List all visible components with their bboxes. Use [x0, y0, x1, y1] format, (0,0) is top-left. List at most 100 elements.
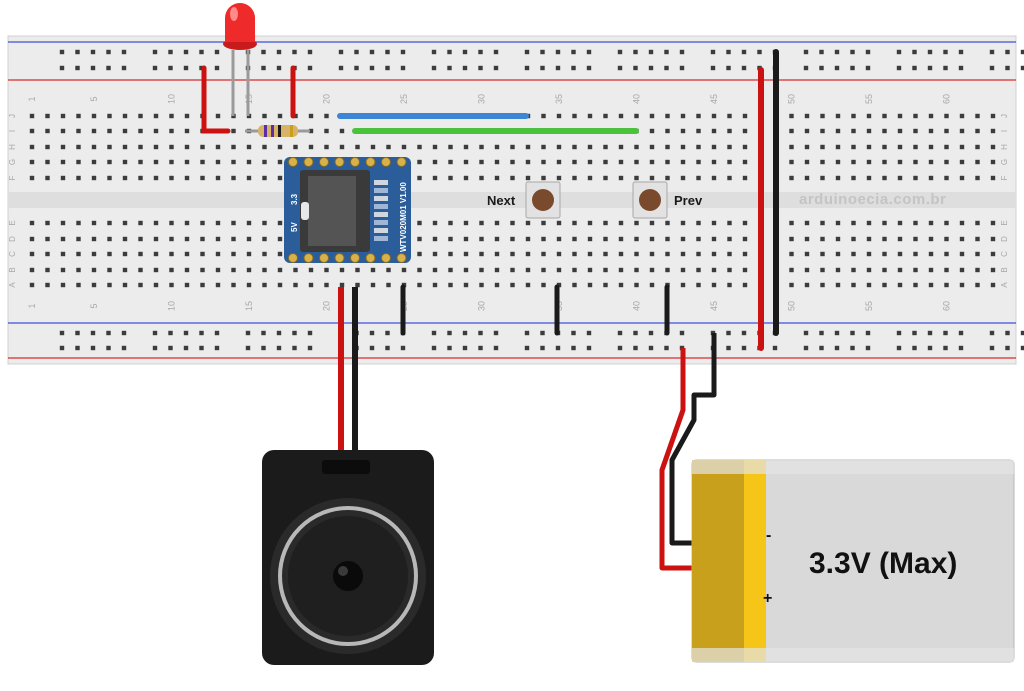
- breadboard-hole: [277, 267, 283, 273]
- breadboard-hole: [912, 49, 917, 55]
- breadboard-hole: [710, 49, 716, 55]
- breadboard-hole: [649, 267, 655, 273]
- breadboard-hole: [804, 128, 810, 134]
- breadboard-hole: [726, 345, 731, 351]
- breadboard-hole: [572, 267, 577, 273]
- breadboard-hole: [246, 220, 252, 226]
- breadboard-hole: [990, 113, 996, 119]
- breadboard-hole: [882, 267, 887, 273]
- breadboard-hole: [819, 49, 824, 55]
- row-letter-label: A: [1000, 282, 1009, 288]
- breadboard-hole: [696, 236, 701, 242]
- breadboard-hole: [339, 282, 345, 288]
- breadboard-hole: [897, 175, 903, 181]
- breadboard-hole: [106, 65, 111, 71]
- breadboard-hole: [572, 159, 577, 165]
- breadboard-hole: [199, 345, 204, 351]
- breadboard-hole: [556, 251, 562, 257]
- column-number-label: 10: [167, 301, 177, 311]
- resistor: [245, 125, 310, 137]
- breadboard-hole: [556, 220, 562, 226]
- module-switch: [301, 202, 309, 220]
- breadboard-hole: [431, 330, 437, 336]
- breadboard-hole: [29, 175, 35, 181]
- breadboard-hole: [215, 113, 221, 119]
- breadboard-hole: [76, 113, 81, 119]
- breadboard-hole: [741, 345, 747, 351]
- breadboard-hole: [369, 345, 375, 351]
- breadboard-hole: [556, 144, 562, 150]
- breadboard-hole: [990, 128, 996, 134]
- breadboard-hole: [401, 144, 407, 150]
- breadboard-hole: [541, 144, 546, 150]
- breadboard-hole: [618, 144, 624, 150]
- breadboard-hole: [75, 345, 80, 351]
- breadboard-hole: [308, 282, 314, 288]
- battery-voltage-label: 3.3V (Max): [809, 547, 957, 580]
- breadboard-hole: [649, 220, 655, 226]
- breadboard-hole: [510, 220, 515, 226]
- breadboard-hole: [680, 251, 686, 257]
- breadboard-hole: [200, 159, 205, 165]
- breadboard-hole: [726, 330, 731, 336]
- column-number-label: 15: [244, 301, 254, 311]
- breadboard-hole: [200, 282, 205, 288]
- breadboard-hole: [680, 159, 686, 165]
- module-pin: [350, 157, 360, 167]
- breadboard-hole: [572, 175, 577, 181]
- breadboard-hole: [664, 49, 669, 55]
- breadboard-hole: [524, 65, 530, 71]
- row-letter-label: I: [8, 130, 17, 132]
- breadboard-hole: [91, 128, 97, 134]
- breadboard-hole: [742, 113, 748, 119]
- breadboard-hole: [741, 49, 747, 55]
- breadboard-hole: [324, 128, 329, 134]
- breadboard-hole: [633, 345, 638, 351]
- breadboard-hole: [989, 65, 995, 71]
- breadboard-hole: [138, 282, 143, 288]
- breadboard-hole: [107, 220, 112, 226]
- breadboard-hole: [943, 330, 948, 336]
- breadboard-hole: [293, 282, 298, 288]
- breadboard-hole: [479, 220, 484, 226]
- breadboard-hole: [29, 128, 35, 134]
- breadboard-hole: [649, 159, 655, 165]
- breadboard-hole: [555, 345, 561, 351]
- breadboard-hole: [696, 267, 701, 273]
- column-number-label: 50: [787, 94, 797, 104]
- breadboard-hole: [571, 49, 576, 55]
- breadboard-hole: [510, 282, 515, 288]
- resistor-band-1: [264, 125, 267, 137]
- breadboard-hole: [462, 49, 468, 55]
- breadboard-hole: [463, 220, 469, 226]
- breadboard-hole: [820, 220, 825, 226]
- breadboard-hole: [975, 159, 980, 165]
- breadboard-hole: [184, 159, 190, 165]
- breadboard-hole: [696, 113, 701, 119]
- breadboard-hole: [494, 159, 500, 165]
- breadboard-hole: [525, 267, 531, 273]
- breadboard-hole: [277, 220, 283, 226]
- breadboard-hole: [741, 65, 747, 71]
- breadboard-hole: [29, 113, 35, 119]
- breadboard-hole: [354, 49, 359, 55]
- breadboard-hole: [276, 345, 282, 351]
- breadboard-hole: [927, 345, 933, 351]
- breadboard-hole: [866, 251, 872, 257]
- breadboard-hole: [711, 282, 717, 288]
- breadboard-hole: [29, 282, 35, 288]
- breadboard-hole: [432, 175, 438, 181]
- breadboard-hole: [696, 251, 701, 257]
- breadboard-hole: [540, 345, 545, 351]
- breadboard-hole: [572, 236, 577, 242]
- breadboard-hole: [45, 267, 50, 273]
- breadboard-hole: [76, 236, 81, 242]
- breadboard-hole: [153, 128, 159, 134]
- breadboard-hole: [555, 65, 561, 71]
- breadboard-hole: [571, 330, 576, 336]
- breadboard-hole: [153, 220, 159, 226]
- breadboard-hole: [168, 330, 173, 336]
- breadboard-hole: [727, 128, 732, 134]
- breadboard-hole: [479, 282, 484, 288]
- column-number-label: 45: [709, 94, 719, 104]
